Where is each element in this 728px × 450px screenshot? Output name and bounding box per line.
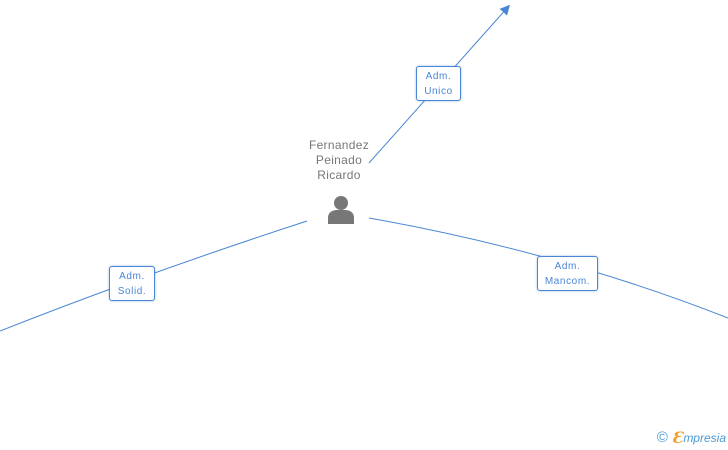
role-badge-line-2: Unico [424,86,453,97]
role-badge-line-1: Adm. [554,261,581,272]
person-name-line-3: Ricardo [317,168,361,182]
empresia-logo-initial: Ɛ [671,428,684,447]
copyright-icon: © [656,429,668,446]
role-badge-line-2: Solid. [117,286,147,297]
role-badge-line-2: Mancom. [544,276,591,287]
person-name[interactable]: Fernandez Peinado Ricardo [295,138,383,183]
empresia-watermark: © Ɛ mpresia [657,430,726,446]
person-icon[interactable] [325,194,357,224]
role-badge-line-1: Adm. [119,271,145,282]
role-badge-line-1: Adm. [425,71,452,82]
role-badge-adm-unico[interactable]: Adm. Unico [416,66,461,101]
person-name-line-2: Peinado [315,153,363,167]
role-badge-adm-mancom[interactable]: Adm. Mancom. [537,256,598,291]
empresia-logo-text: mpresia [683,431,726,445]
role-badge-adm-solid[interactable]: Adm. Solid. [109,266,155,301]
person-name-line-1: Fernandez [308,138,370,152]
